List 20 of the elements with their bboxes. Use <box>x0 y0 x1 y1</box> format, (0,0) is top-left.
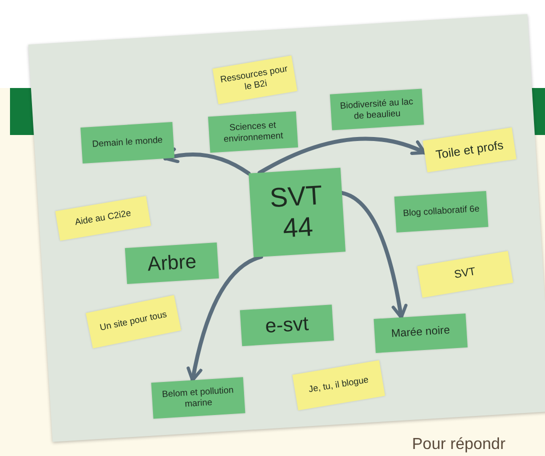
topic-card: SVT 44 <box>248 168 346 258</box>
topic-card: e-svt <box>240 304 334 346</box>
curved-arrow <box>163 148 251 176</box>
sticky-note: SVT <box>417 251 514 298</box>
topic-card: Marée noire <box>374 313 468 353</box>
topic-card: Sciences et environnement <box>208 111 298 153</box>
curved-arrow <box>340 190 408 320</box>
sticky-note: Ressources pour le B2i <box>212 56 298 104</box>
sticky-note: Toile et profs <box>422 127 516 172</box>
sticky-note: Aide au C2i2e <box>55 196 151 241</box>
topic-card: Arbre <box>124 242 219 284</box>
curved-arrow <box>258 136 427 175</box>
sticky-note: Je, tu, il blogue <box>292 360 386 410</box>
body-text: Pour répondr <box>412 436 506 454</box>
topic-card: Biodiversité au lac de beaulieu <box>330 88 424 130</box>
topic-card: Belom et pollution marine <box>151 377 246 419</box>
topic-card: Demain le monde <box>80 122 174 164</box>
topic-card: Blog collaboratif 6e <box>394 190 488 232</box>
sticky-note: Un site pour tous <box>86 295 182 348</box>
curved-arrow <box>186 254 264 382</box>
